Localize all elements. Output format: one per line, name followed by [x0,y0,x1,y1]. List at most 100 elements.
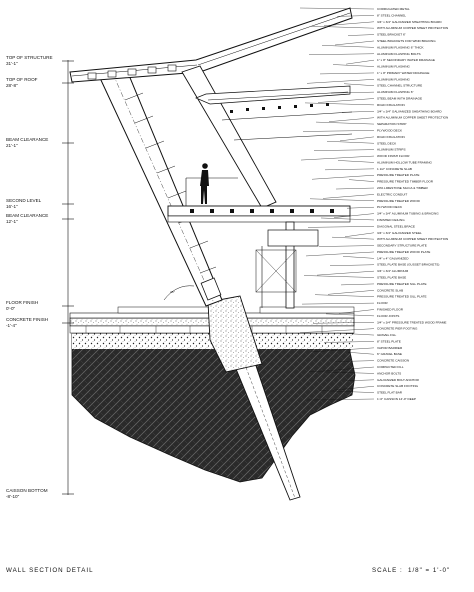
annotation-note: 3/4" x 3/4" GALVANIZED STEEL [377,231,422,235]
annotation-note: 3/4" x 3/4" PRESSURE TREATED WOOD FRAME [377,320,446,324]
annotation-note: 8" STEEL CHANNEL [377,13,406,17]
annotation-note: WOOD FINISH FLOOR [377,154,410,158]
leader-line [308,53,375,55]
leader-line [324,168,375,171]
annotation-note: ALUMINUM FLASHING [377,65,410,69]
annotation-note: CONCRETE SLAB [377,288,403,292]
annotation-note: GALVANIZED BOLT ANCHOR [377,378,420,382]
leader-line [319,390,375,393]
leader-line [343,83,375,86]
annotation-note: CONCRETE CAISSON [377,359,409,363]
leader-line [326,141,375,144]
annotation-note: PLYWOOD DECK [377,205,403,209]
leader-line [307,226,375,228]
annotation-note: FLOOR JOISTS [377,314,399,318]
annotation-note: RIGID INSULATION [377,135,405,139]
leader-line [300,155,375,161]
annotation-note: 6" GRAVEL BASE [377,352,402,356]
earth-mass [71,332,356,483]
leader-line [334,40,375,46]
annotation-note: WITH ALUMINUM COPPER SHEET PROTECTION [377,116,448,120]
leader-line [304,102,375,106]
annotation-note: PRESSURE TREATED WOOD PLATE [377,250,430,254]
level-elevation: -1'-4" [6,323,17,328]
annotation-note: STEEL PLATE BASE [377,276,406,280]
annotation-note: CORRUGATED METAL [377,7,410,11]
level-elevation: 21'-1" [6,143,18,148]
level-label: TOP OF ROOF [6,77,38,82]
annotation-note: PRESSURE TREATED TIMBER FLOOR [377,180,434,184]
annotation-note: WITH ALUMINUM COPPER SHEET PROTECTION [377,237,448,241]
leader-line [325,313,375,317]
leader-line [336,332,375,336]
annotation-note: STEEL BEAM WITH DRAINAGE [377,97,422,101]
svg-text:45°: 45° [170,290,175,294]
leader-line [306,398,375,401]
annotation-note: 1" x 8" PRIMARY WATER DRAINAGE [377,71,429,75]
leader-line [322,194,375,199]
scale-value: 1/8" = 1'-0" [408,567,450,574]
leader-line [299,7,375,10]
annotation-note: ELECTRIC CONDUIT [377,192,407,196]
annotation-note: ALUMINUM FLASHING 6" THICK [377,45,425,49]
annotation-note: FINISHED FLOOR [377,307,404,311]
annotation-note: ALUMINUM FLASHING BOLTS [377,52,421,56]
annotation-note: STEEL PLATE BASE (GUSSET BRACKETS) [377,263,439,267]
leader-line [346,207,375,209]
annotation-note: ALUMINUM FLASHING [377,77,410,81]
annotation-note: 3/4" x 3/4" ALUMINUM [377,269,409,273]
level-label: SECOND LEVEL [6,198,42,203]
leader-line [303,275,375,278]
leader-line [330,91,375,94]
annotation-note: 8" STEEL PLATE [377,339,401,343]
leader-line [334,360,375,362]
inclined-wall [181,65,277,209]
steel-post [285,221,295,309]
leader-line [328,117,375,122]
leader-line [347,34,375,36]
leader-line [305,251,375,257]
annotation-note: 1" x 8" SECONDARY WATER DRAINAGE [377,58,435,62]
leader-line [335,187,375,190]
leader-line [319,72,375,75]
level-elevation: 16'-1" [6,204,18,209]
roof-blocking [87,64,177,80]
annotation-note: DIAGONAL STEEL BRACE [377,224,415,228]
leader-line [299,328,375,333]
leader-line [342,256,375,259]
annotation-note: SEPARATION STRIP [377,122,406,126]
leader-line [347,352,375,355]
leader-line [345,379,375,381]
level-label: CONCRETE FINISH [6,317,48,322]
annotation-note: ALUMINUM FLASHING 6" [377,90,414,94]
annotation-note: 1/4" x 4" GALVANIZED [377,256,409,260]
annotation-note: VAPOR BARRIER [377,346,403,350]
level-label: BEAM CLEARANCE [6,137,48,142]
leader-line [301,302,375,305]
annotation-note: PRESSURE TREATED SILL PLATE [377,282,427,286]
leader-line [302,130,375,132]
annotation-note: GRAVEL FILL [377,333,397,337]
leader-line [336,15,375,17]
leader-line [348,179,375,182]
level-elevation: 31'-1" [6,61,18,66]
leader-line [332,386,375,391]
annotation-notes: CORRUGATED METAL 8" STEEL CHANNEL 3/4" x 3… [299,7,448,401]
annotation-note: ALUMINUM HOLLOW TUBE FRAMING [377,160,433,164]
leader-line [318,245,375,247]
annotation-note: 1'-0" CAISSON 14'-0" DEEP [377,397,416,401]
annotation-note: CONCRETE SLAB FOOTING [377,384,419,388]
scale-label: SCALE : [372,567,403,574]
leader-line [327,290,375,295]
leader-line [314,294,375,297]
level-label: TOP OF STRUCTURE [6,55,53,60]
annotation-note: PLYWOOD DECK [377,128,403,132]
annotation-note: 3/4" x 3/4" GALVANIZED SHEATHING BOARD [377,20,442,24]
pile-cap [207,295,263,373]
second-level-floor [167,205,351,217]
level-label: BEAM CLEARANCE [6,213,48,218]
leader-line [345,59,375,65]
leader-line [332,64,375,67]
annotation-note: 3/4" x 3/4" ALUMINUM TUBING & BRACING [377,212,439,216]
annotation-note: ANCHOR BOLTS [377,371,401,375]
